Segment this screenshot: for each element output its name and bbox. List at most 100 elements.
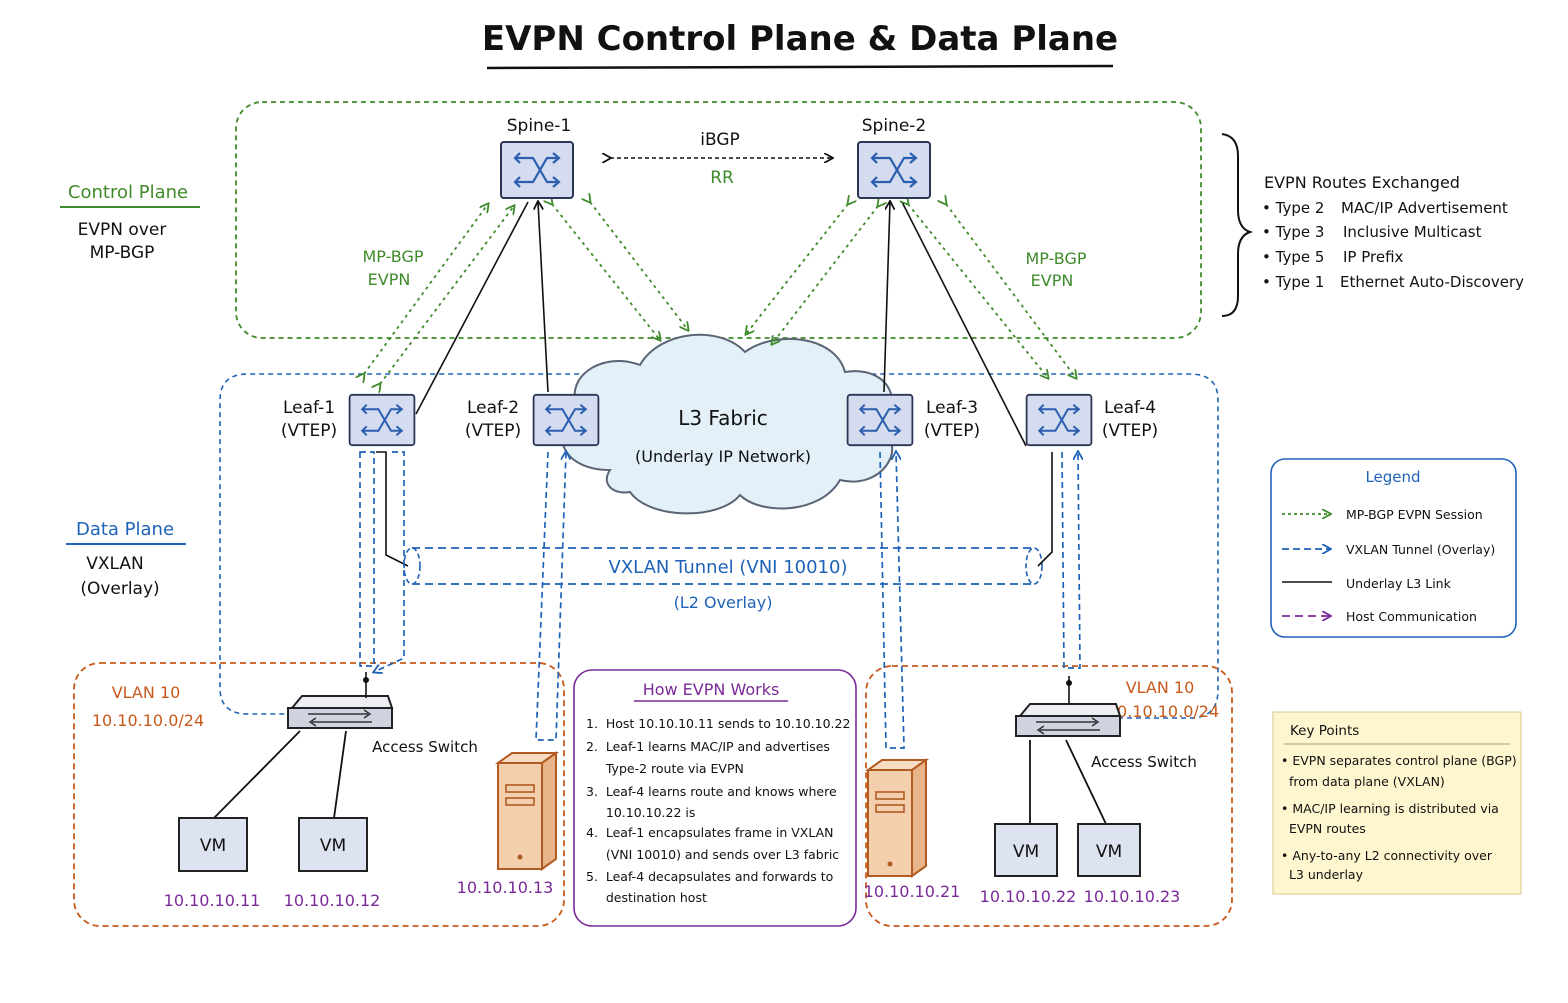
- evpn-session-spine1-leaf3: [552, 204, 660, 340]
- vlan-left-region: [73, 662, 565, 927]
- fabric-subtitle: (Underlay IP Network): [635, 447, 811, 466]
- key-point-line-4: EVPN routes: [1281, 821, 1366, 836]
- server-10-10-10-21: [867, 759, 927, 877]
- ibgp-rr-label: RR: [710, 168, 734, 188]
- leaf-3-switch: [846, 393, 914, 447]
- vlan-right-name: VLAN 10: [1126, 678, 1195, 697]
- diagram-title: EVPN Control Plane & Data Plane: [482, 19, 1118, 59]
- how-step-line-5: 10.10.10.22 is: [586, 805, 695, 820]
- legend-label-vxlan: VXLAN Tunnel (Overlay): [1346, 542, 1495, 557]
- legend-label-underlay: Underlay L3 Link: [1346, 576, 1452, 591]
- fabric-title: L3 Fabric: [678, 406, 768, 430]
- leaf1-tunnel-link: [376, 451, 409, 567]
- vm-10-10-10-11-ip: 10.10.10.11: [164, 891, 261, 910]
- routes-brace: [1221, 133, 1254, 317]
- vm-10-10-10-23-ip: 10.10.10.23: [1084, 887, 1181, 906]
- route-type-3-desc: Inclusive Multicast: [1343, 223, 1482, 241]
- vm-10-10-10-23: [1077, 823, 1141, 877]
- vm-10-10-10-11: [178, 817, 248, 872]
- control-plane-desc-1: EVPN over: [78, 220, 167, 240]
- leaf-2-switch: [532, 393, 600, 447]
- evpn-session-spine1-leaf1: [364, 204, 488, 374]
- vm-10-10-10-11-label: VM: [200, 836, 226, 856]
- vm-10-10-10-12-label: VM: [320, 836, 346, 856]
- vm-10-10-10-23-label: VM: [1096, 842, 1122, 862]
- key-point-line-3: • MAC/IP learning is distributed via: [1281, 801, 1499, 816]
- legend-label-mpbgp: MP-BGP EVPN Session: [1346, 507, 1483, 522]
- mpbgp-left-label: MP-BGP: [362, 247, 423, 266]
- key-points-note: [1272, 711, 1522, 895]
- evpn-session-spine2-leaf3: [908, 204, 1048, 378]
- route-type-2: • Type 2: [1262, 199, 1324, 217]
- host-path-leaf1: [359, 451, 375, 667]
- host-path-leaf2: [535, 452, 566, 741]
- server-10-10-10-13-ip: 10.10.10.13: [457, 878, 554, 897]
- control-plane-label: Control Plane: [68, 182, 188, 203]
- key-point-line-5: • Any-to-any L2 connectivity over: [1281, 848, 1493, 863]
- vxlan-tunnel-label: VXLAN Tunnel (VNI 10010): [609, 557, 848, 578]
- leaf-2-role: (VTEP): [465, 421, 521, 441]
- route-type-1: • Type 1: [1262, 273, 1324, 291]
- key-point-line-1: • EVPN separates control plane (BGP): [1281, 753, 1517, 768]
- route-type-2-desc: MAC/IP Advertisement: [1341, 199, 1508, 217]
- link-switch-vm4: [1065, 739, 1107, 825]
- evpn-session-spine1-leaf1b: [380, 206, 514, 384]
- how-evpn-works-box: [573, 669, 857, 927]
- leaf-3-role: (VTEP): [924, 421, 980, 441]
- link-switch-vm1: [213, 730, 301, 819]
- how-step-line-1: 1. Host 10.10.10.11 sends to 10.10.10.22: [586, 716, 850, 731]
- vlan-right-region: [865, 665, 1233, 927]
- evpn-session-spine2-leaf2: [772, 206, 878, 344]
- spine-1-switch: [499, 140, 575, 200]
- access-switch-right-label: Access Switch: [1091, 753, 1197, 771]
- host-path-leaf3: [879, 452, 905, 749]
- vxlan-tunnel-end-right: [1025, 547, 1043, 585]
- key-points-title: Key Points: [1290, 723, 1359, 739]
- route-type-1-desc: Ethernet Auto-Discovery: [1340, 273, 1524, 291]
- access-switch-right: [1015, 703, 1121, 737]
- how-step-line-2: 2. Leaf-1 learns MAC/IP and advertises: [586, 739, 830, 754]
- server-10-10-10-21-ip: 10.10.10.21: [864, 882, 961, 901]
- route-type-3: • Type 3: [1262, 223, 1324, 241]
- leaf-1-name: Leaf-1: [283, 398, 335, 418]
- mpbgp-right-label: MP-BGP: [1025, 249, 1086, 268]
- legend-box: [1270, 458, 1517, 638]
- leaf-1-switch: [348, 393, 416, 447]
- vm-10-10-10-22-label: VM: [1013, 842, 1039, 862]
- route-type-5: • Type 5: [1262, 248, 1324, 266]
- link-switch-vm2: [333, 730, 347, 819]
- host-path-leaf4: [1061, 452, 1080, 669]
- how-evpn-works-title: How EVPN Works: [643, 680, 780, 699]
- how-step-line-3: Type-2 route via EVPN: [586, 761, 744, 776]
- leaf-3-name: Leaf-3: [926, 398, 978, 418]
- mpbgp-sessions: [364, 202, 1076, 384]
- overlay-host-paths: [359, 451, 1080, 749]
- title-underline: [486, 64, 1114, 70]
- how-step-line-9: destination host: [586, 890, 707, 905]
- how-step-line-8: 5. Leaf-4 decapsulates and forwards to: [586, 869, 833, 884]
- spine-2-label: Spine-2: [862, 116, 927, 136]
- leaf-4-switch: [1025, 393, 1093, 447]
- leaf-4-role: (VTEP): [1102, 421, 1158, 441]
- how-step-line-7: (VNI 10010) and sends over L3 fabric: [586, 847, 839, 862]
- how-step-line-4: 3. Leaf-4 learns route and knows where: [586, 784, 837, 799]
- leaf-2-name: Leaf-2: [467, 398, 519, 418]
- legend-label-host: Host Communication: [1346, 609, 1477, 624]
- data-plane-label: Data Plane: [76, 519, 174, 540]
- legend-title: Legend: [1365, 468, 1420, 486]
- leaf4-tunnel-link: [1037, 452, 1053, 567]
- l3-fabric-cloud: [561, 333, 894, 515]
- spine-2-switch: [856, 140, 932, 200]
- vm-10-10-10-22-ip: 10.10.10.22: [980, 887, 1077, 906]
- route-type-5-desc: IP Prefix: [1343, 248, 1404, 266]
- leaf-1-role: (VTEP): [281, 421, 337, 441]
- evpn-session-spine2-leaf4: [946, 204, 1076, 378]
- access-switch-left: [287, 695, 393, 729]
- how-step-line-6: 4. Leaf-1 encapsulates frame in VXLAN: [586, 825, 834, 840]
- underlay-link-leaf1-spine1: [415, 201, 529, 415]
- underlay-link-leaf2-spine1: [538, 202, 549, 393]
- underlay-link-leaf3-spine2: [883, 202, 890, 393]
- mpbgp-right-label-2: EVPN: [1031, 271, 1074, 290]
- data-plane-desc-1: VXLAN: [86, 554, 143, 574]
- vxlan-tunnel-sublabel: (L2 Overlay): [674, 593, 773, 612]
